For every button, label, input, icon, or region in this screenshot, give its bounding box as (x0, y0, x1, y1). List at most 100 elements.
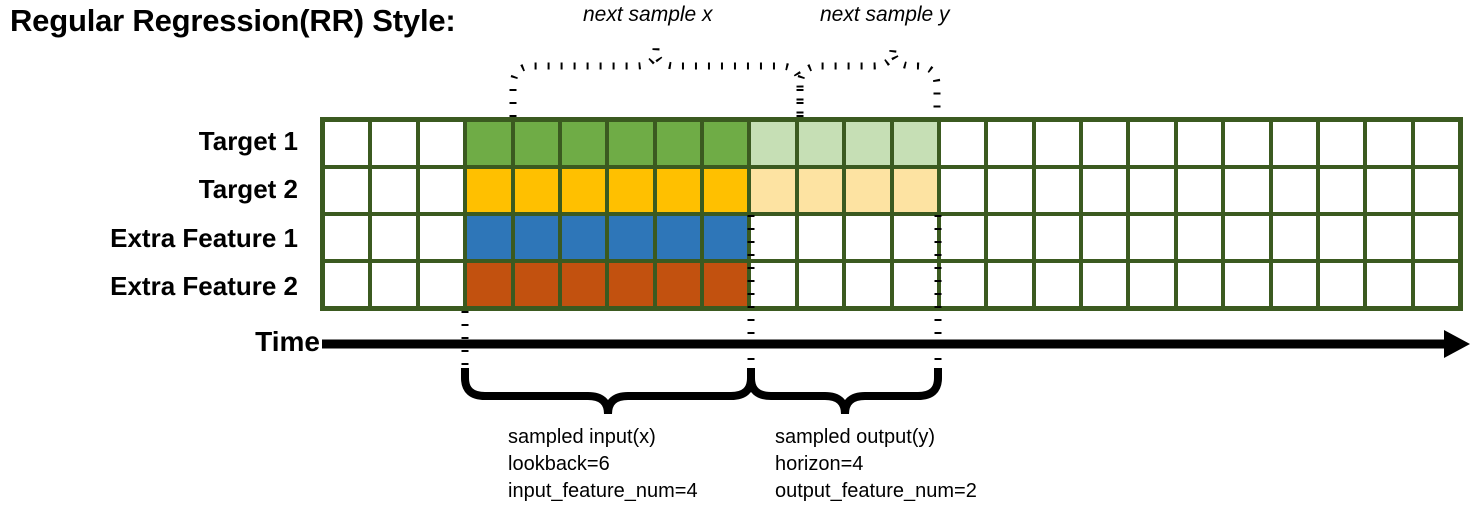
grid-cell (1414, 216, 1458, 259)
grid-cell (609, 122, 653, 165)
grid-cell (798, 122, 843, 165)
grid-cell (1367, 216, 1411, 259)
grid-cell (1035, 169, 1079, 212)
brace-sampled-input (461, 368, 755, 415)
grid-cell (656, 122, 700, 165)
grid-cell (1414, 122, 1458, 165)
grid-cell (751, 169, 795, 212)
grid-cell (561, 169, 606, 212)
grid-cell (1319, 169, 1364, 212)
time-axis-arrowhead (1444, 330, 1470, 358)
grid-cell (1035, 263, 1079, 306)
grid-cell (1414, 169, 1458, 212)
row-label-extra-feature-1: Extra Feature 1 (110, 222, 298, 253)
grid-cell (1414, 263, 1458, 306)
grid-cell (514, 263, 558, 306)
grid-cell (1083, 216, 1127, 259)
grid-cell (1225, 216, 1269, 259)
grid-cell (893, 216, 937, 259)
grid-cell (372, 122, 416, 165)
grid-cell (1083, 122, 1127, 165)
grid-cell (609, 169, 653, 212)
grid-cell (656, 169, 700, 212)
grid-cell (514, 216, 558, 259)
grid-row-target-2 (325, 169, 1458, 212)
grid-cell (419, 216, 464, 259)
caption-sampled-output: sampled output(y) horizon=4 output_featu… (775, 426, 977, 502)
grid-cell (1177, 169, 1222, 212)
grid-cell (467, 169, 511, 212)
grid-cell (609, 263, 653, 306)
grid-row-extra-feature-1 (325, 216, 1458, 259)
grid-cell (1083, 169, 1127, 212)
grid-cell (988, 122, 1032, 165)
grid-cell (1272, 216, 1316, 259)
grid-cell (1225, 263, 1269, 306)
grid-cell (1225, 169, 1269, 212)
grid-cell (561, 122, 606, 165)
grid-row-target-1 (325, 122, 1458, 165)
row-label-extra-feature-2: Extra Feature 2 (110, 271, 298, 302)
grid-cell (1177, 263, 1222, 306)
grid-cell (1177, 216, 1222, 259)
grid-cell (940, 169, 985, 212)
grid-cell (609, 216, 653, 259)
grid-cell (846, 263, 890, 306)
grid-cell (1272, 263, 1316, 306)
grid-cell (751, 263, 795, 306)
annotation-next-sample-y: next sample y (820, 3, 950, 26)
grid-cell (798, 263, 843, 306)
grid-cell (846, 169, 890, 212)
page-title: Regular Regression(RR) Style: (10, 3, 456, 38)
dotted-brace-next-sample-x (509, 47, 804, 117)
grid-cell (1225, 122, 1269, 165)
grid-cell (940, 122, 985, 165)
annotation-next-sample-x: next sample x (583, 3, 713, 26)
grid-cell (325, 169, 369, 212)
grid-cell (893, 263, 937, 306)
caption-sampled-input: sampled input(x) lookback=6 input_featur… (508, 426, 698, 502)
grid-cell (419, 169, 464, 212)
grid-cell (1367, 122, 1411, 165)
grid-cell (846, 122, 890, 165)
grid-cell (467, 263, 511, 306)
grid-cell (893, 122, 937, 165)
dotted-brace-next-sample-y (796, 47, 941, 117)
grid-cell (467, 216, 511, 259)
row-label-column: Target 1 Target 2 Extra Feature 1 Extra … (0, 117, 312, 311)
grid-cell (704, 216, 748, 259)
grid-cell (656, 263, 700, 306)
grid-cell (561, 263, 606, 306)
timeseries-grid (320, 117, 1463, 311)
grid-cell (1367, 263, 1411, 306)
grid-cell (1272, 122, 1316, 165)
grid-cell (372, 169, 416, 212)
grid-cell (325, 122, 369, 165)
grid-cell (1319, 263, 1364, 306)
grid-cell (1083, 263, 1127, 306)
grid-cell (325, 216, 369, 259)
grid-cell (1272, 169, 1316, 212)
grid-cell (798, 169, 843, 212)
grid-cell (988, 216, 1032, 259)
grid-cell (988, 169, 1032, 212)
grid-cell (940, 263, 985, 306)
grid-cell (1130, 216, 1174, 259)
grid-cell (1319, 122, 1364, 165)
grid-cell (419, 263, 464, 306)
grid-cell (893, 169, 937, 212)
row-label-target-2: Target 2 (198, 174, 298, 205)
time-axis-label: Time (255, 326, 320, 357)
grid-cell (1367, 169, 1411, 212)
grid-cell (656, 216, 700, 259)
grid-cell (1319, 216, 1364, 259)
grid-cell (372, 216, 416, 259)
grid-cell (846, 216, 890, 259)
grid-cell (704, 122, 748, 165)
grid-cell (704, 169, 748, 212)
grid-cell (1130, 122, 1174, 165)
brace-sampled-output (747, 368, 942, 415)
grid-cell (1177, 122, 1222, 165)
grid-cell (940, 216, 985, 259)
grid-cell (751, 122, 795, 165)
